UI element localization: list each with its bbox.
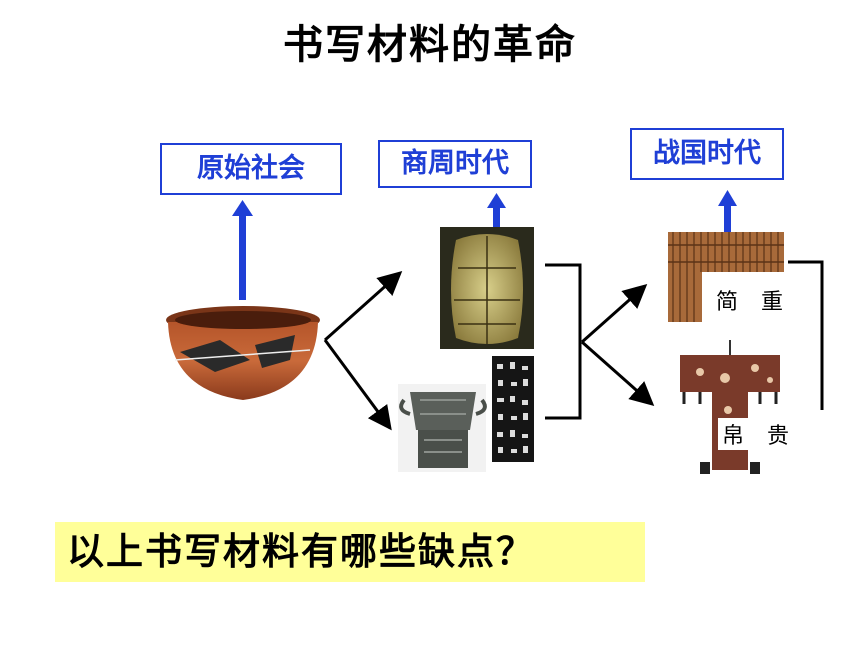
silk-label: 帛 贵 [718,418,801,450]
oracle-shell-image [440,227,534,349]
question-banner: 以上书写材料有哪些缺点？ [55,522,645,582]
silk-garment-image [680,340,780,474]
branch-arrows-warring [581,284,655,406]
bronze-inscription-image [492,356,534,462]
era-box-primitive-society: 原始社会 [160,143,342,195]
up-arrow-shang-zhou [487,193,506,228]
bronze-vessel-image [398,384,487,472]
bamboo-slips-label: 简 重 [712,284,795,316]
bracket-warring-states [788,260,824,410]
branch-arrows-bowl [323,271,403,431]
page-title: 书写材料的革命 [283,22,577,68]
up-arrow-warring-states [718,190,737,232]
bracket-shang-zhou [545,263,582,420]
pottery-bowl-image [166,306,320,400]
era-box-shang-zhou: 商周时代 [378,140,532,188]
up-arrow-primitive [232,200,253,300]
bamboo-slips-image [668,232,784,322]
era-box-warring-states: 战国时代 [630,128,784,180]
